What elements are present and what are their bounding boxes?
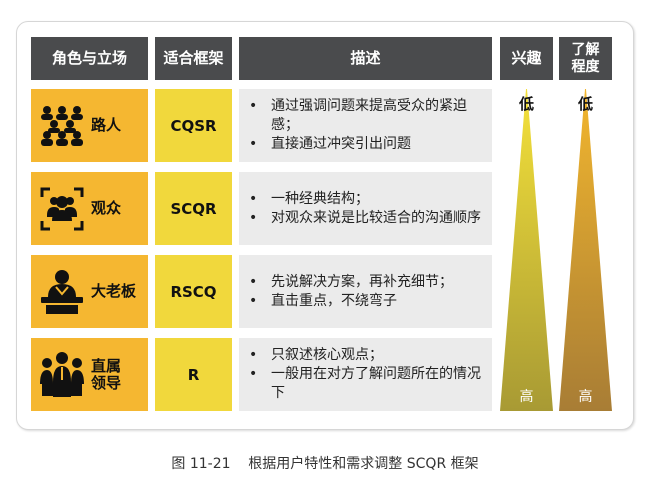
header-understanding: 了解 程度 — [559, 37, 612, 80]
manager-team-icon — [39, 351, 85, 398]
crowd-icon — [39, 103, 85, 149]
understanding-high-label: 高 — [578, 389, 593, 405]
interest-scale: 低 高 — [500, 89, 553, 411]
bullet: 通过强调问题来提高受众的紧迫感； — [247, 97, 492, 135]
framework-cell: R — [155, 338, 232, 411]
role-label: 直属 领导 — [91, 356, 122, 392]
interest-high-label: 高 — [519, 389, 534, 405]
header-role: 角色与立场 — [31, 37, 148, 80]
boss-desk-icon — [39, 269, 85, 315]
understanding-scale: 低 高 — [559, 89, 612, 411]
role-label: 大老板 — [91, 282, 137, 300]
header-interest: 兴趣 — [500, 37, 553, 80]
role-cell-direct-manager: 直属 领导 — [31, 338, 148, 411]
description-cell: 只叙述核心观点； 一般用在对方了解问题所在的情况下 — [239, 338, 492, 411]
audience-focus-icon — [39, 186, 85, 232]
bullet: 直接通过冲突引出问题 — [247, 135, 492, 154]
role-cell-audience: 观众 — [31, 172, 148, 245]
role-label: 观众 — [91, 199, 122, 217]
bullet: 对观众来说是比较适合的沟通顺序 — [247, 209, 492, 228]
bullet: 一般用在对方了解问题所在的情况下 — [247, 365, 492, 403]
bullet: 直击重点，不绕弯子 — [247, 292, 492, 311]
role-label: 路人 — [91, 116, 122, 134]
header-description: 描述 — [239, 37, 492, 80]
header-framework: 适合框架 — [155, 37, 232, 80]
description-cell: 先说解决方案，再补充细节； 直击重点，不绕弯子 — [239, 255, 492, 328]
role-cell-passerby: 路人 — [31, 89, 148, 162]
figure-caption: 图 11-21 根据用户特性和需求调整 SCQR 框架 — [171, 456, 479, 472]
description-cell: 通过强调问题来提高受众的紧迫感； 直接通过冲突引出问题 — [239, 89, 492, 162]
bullet: 一种经典结构； — [247, 190, 492, 209]
bullet: 先说解决方案，再补充细节； — [247, 273, 492, 292]
description-cell: 一种经典结构； 对观众来说是比较适合的沟通顺序 — [239, 172, 492, 245]
role-cell-big-boss: 大老板 — [31, 255, 148, 328]
framework-cell: RSCQ — [155, 255, 232, 328]
understanding-low-label: 低 — [577, 95, 593, 113]
framework-cell: CQSR — [155, 89, 232, 162]
framework-cell: SCQR — [155, 172, 232, 245]
interest-low-label: 低 — [518, 95, 534, 113]
bullet: 只叙述核心观点； — [247, 346, 492, 365]
